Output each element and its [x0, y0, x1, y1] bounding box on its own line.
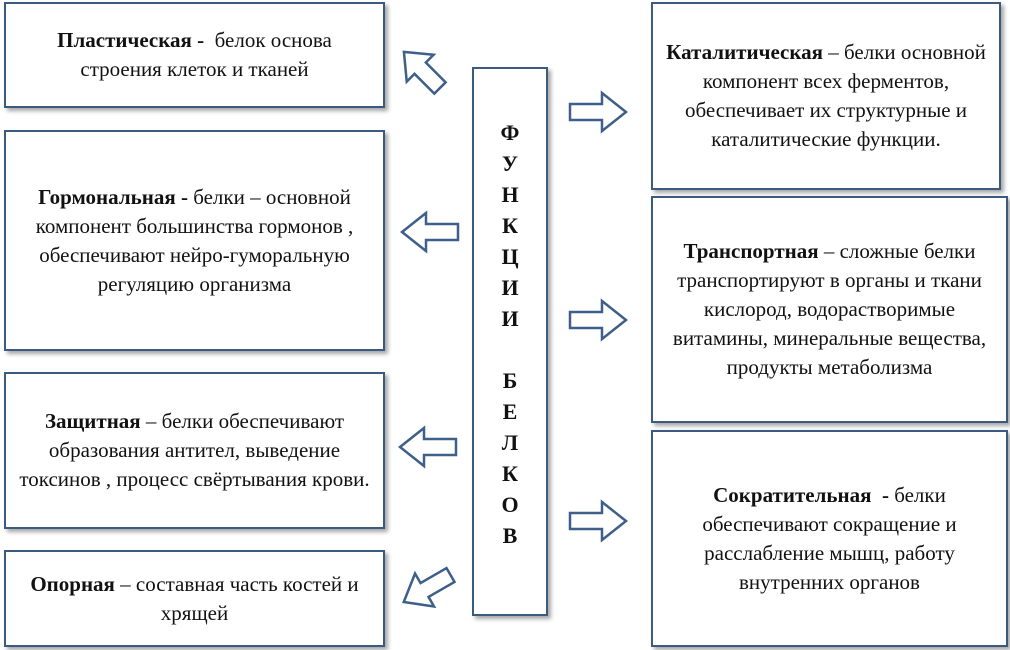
center-title: Ф У Н К Ц И И Б Е Л К О В	[500, 120, 520, 548]
function-box-catalytic: Каталитическая – белки основной компонен…	[651, 2, 1001, 190]
function-description: белки обеспечивают образования антител, …	[19, 409, 370, 491]
function-name: Защитная	[44, 409, 141, 433]
arrow-to-support-icon	[402, 566, 457, 609]
function-name: Транспортная	[683, 239, 819, 263]
function-name: Опорная	[30, 571, 115, 596]
function-separator: -	[175, 184, 194, 209]
function-separator: –	[140, 409, 162, 433]
function-box-plastic: Пластическая - белок основа строения кле…	[4, 2, 385, 108]
function-separator: –	[114, 571, 136, 596]
function-separator: –	[818, 239, 840, 263]
arrow-to-transport-icon	[568, 298, 629, 342]
function-description: белки основной компонент всех ферментов,…	[684, 40, 986, 151]
function-box-hormonal: Гормональная - белки – основной компонен…	[4, 130, 385, 351]
arrow-to-hormonal-icon	[399, 210, 460, 254]
function-name: Сократительная	[713, 482, 872, 507]
function-description: белок основа строения клеток и тканей	[80, 28, 332, 81]
function-name: Пластическая	[57, 28, 192, 52]
function-description: составная часть костей и хрящей	[135, 571, 359, 625]
center-title-box: Ф У Н К Ц И И Б Е Л К О В	[472, 67, 548, 616]
function-box-contractile: Сократительная - белки обеспечивают сокр…	[651, 430, 1008, 647]
function-separator: -	[191, 28, 210, 52]
arrow-to-contractile-icon	[568, 499, 629, 543]
function-name: Гормональная	[38, 184, 176, 209]
arrow-to-protective-icon	[397, 425, 458, 469]
function-box-support: Опорная – составная часть костей и хряще…	[4, 550, 385, 647]
function-box-protective: Защитная – белки обеспечивают образовани…	[4, 372, 385, 529]
function-name: Каталитическая	[666, 40, 823, 64]
function-description: сложные белки транспортируют в органы и …	[672, 239, 987, 379]
function-description: белки обеспечивают сокращение и расслабл…	[702, 482, 957, 594]
arrow-to-plastic-icon	[402, 50, 448, 96]
function-separator: -	[871, 482, 895, 507]
function-box-transport: Транспортная – сложные белки транспортир…	[651, 196, 1008, 423]
function-description: белки – основной компонент большинства г…	[35, 184, 354, 296]
arrow-to-catalytic-icon	[568, 90, 629, 134]
function-separator: –	[822, 40, 844, 64]
